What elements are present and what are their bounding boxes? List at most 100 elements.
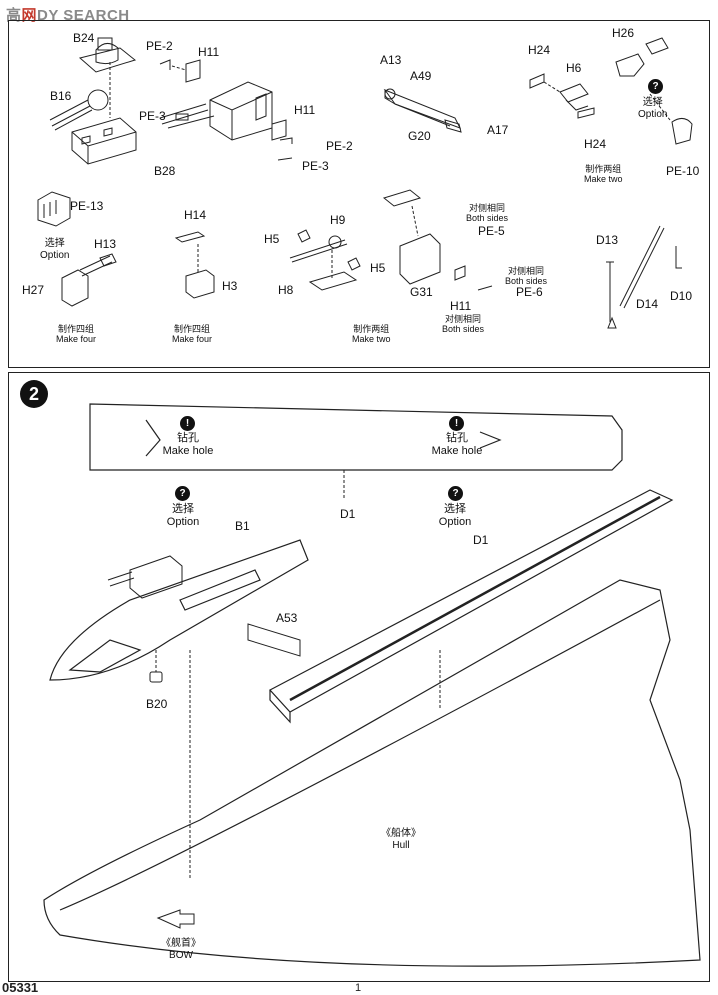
label-a53: A53 <box>276 611 298 625</box>
label-d10: D10 <box>670 289 693 303</box>
note-both-sides-b: 对侧相同 Both sides <box>505 266 547 287</box>
bracket-h26-drawing <box>615 37 693 145</box>
note-both-sides-c-en: Both sides <box>442 324 485 335</box>
drill-left-en: Make hole <box>162 445 214 458</box>
note-make-two-b-en: Make two <box>352 334 391 345</box>
option-b-note: 选择 Option <box>638 97 667 120</box>
label-h3: H3 <box>222 279 238 293</box>
step2-panel <box>8 372 710 982</box>
note-both-sides-b-en: Both sides <box>505 276 548 287</box>
label-d14: D14 <box>636 297 659 311</box>
panel-a53-drawing <box>247 623 301 657</box>
label-b28: B28 <box>154 164 176 178</box>
kit-code: 05331 <box>2 980 39 995</box>
option-right-note: 选择 Option <box>430 503 480 529</box>
step-number-badge: 2 <box>20 380 48 408</box>
label-h9: H9 <box>330 213 346 227</box>
label-h13: H13 <box>94 237 117 251</box>
note-make-four-b-en: Make four <box>172 334 213 345</box>
note-both-sides-c-cn: 对侧相同 <box>445 314 482 324</box>
bow-en: BOW <box>169 950 193 961</box>
turret-b20-drawing <box>107 555 183 683</box>
option-right-question-icon: ? <box>448 486 463 501</box>
label-a13: A13 <box>380 53 402 67</box>
mount-h27-drawing <box>61 253 117 307</box>
label-h5-a: H5 <box>264 232 280 246</box>
note-make-four-a-cn: 制作四组 <box>58 324 95 334</box>
label-pe10: PE-10 <box>666 164 700 178</box>
mount-h14-drawing <box>174 231 215 299</box>
drill-right-note: 钻孔 Make hole <box>428 432 486 458</box>
drill-left-note: 钻孔 Make hole <box>160 432 216 458</box>
label-h11-a: H11 <box>198 45 220 59</box>
label-pe3-a: PE-3 <box>139 109 166 123</box>
drill-right-en: Make hole <box>431 445 483 458</box>
watermark-suffix: DY SEARCH <box>37 7 130 24</box>
option-b-cn: 选择 <box>642 97 663 108</box>
label-h11-c: H11 <box>450 299 472 313</box>
label-h27: H27 <box>22 283 45 297</box>
label-h11-b: H11 <box>294 103 316 117</box>
note-both-sides-c: 对侧相同 Both sides <box>442 314 484 335</box>
label-h6: H6 <box>566 61 582 75</box>
label-h26: H26 <box>612 26 635 40</box>
watermark-mid: 网 <box>21 7 38 24</box>
note-both-sides-a: 对侧相同 Both sides <box>466 203 508 224</box>
option-right-en: Option <box>438 516 472 529</box>
label-b16: B16 <box>50 89 72 103</box>
note-make-two-a: 制作两组 Make two <box>584 164 623 185</box>
label-h14: H14 <box>184 208 207 222</box>
option-a-cn: 选择 <box>44 238 65 249</box>
mount-a13-drawing <box>383 88 462 133</box>
note-make-four-b: 制作四组 Make four <box>172 324 212 345</box>
option-left-question-icon: ? <box>175 486 190 501</box>
label-h5-b: H5 <box>370 261 386 275</box>
label-a49: A49 <box>410 69 432 83</box>
option-b-question-icon: ? <box>648 79 663 94</box>
label-h24-b: H24 <box>584 137 607 151</box>
main-deck-d1-drawing <box>269 489 674 724</box>
option-left-en: Option <box>166 516 200 529</box>
drill-left-exclaim-icon: ! <box>180 416 195 431</box>
option-b-en: Option <box>638 108 668 120</box>
site-watermark: 高网DY SEARCH <box>6 4 130 25</box>
hull-drawing <box>43 579 701 967</box>
bow-note: 《舰首》 BOW <box>156 938 206 962</box>
base-b28-drawing <box>71 117 137 165</box>
bow-arrow <box>156 909 195 929</box>
forward-deck-b1-drawing <box>49 539 309 681</box>
barrel-b16-drawing <box>49 89 109 131</box>
hull-note: 《船体》 Hull <box>376 828 426 852</box>
label-pe13: PE-13 <box>70 199 104 213</box>
label-pe5: PE-5 <box>478 224 505 238</box>
mast-d14-drawing <box>606 225 682 329</box>
label-h24-a: H24 <box>528 43 551 57</box>
hull-en: Hull <box>392 840 410 851</box>
note-make-two-a-cn: 制作两组 <box>585 164 622 174</box>
label-pe3-b: PE-3 <box>302 159 329 173</box>
drill-right-exclaim-icon: ! <box>449 416 464 431</box>
option-left-cn: 选择 <box>172 503 194 515</box>
note-both-sides-b-cn: 对侧相同 <box>508 266 545 276</box>
note-make-two-b: 制作两组 Make two <box>352 324 391 345</box>
label-d13: D13 <box>596 233 619 247</box>
step1-panel <box>8 20 710 368</box>
note-make-two-b-cn: 制作两组 <box>353 324 390 334</box>
label-g20: G20 <box>408 129 431 143</box>
hull-cn: 《船体》 <box>381 828 421 839</box>
label-pe6: PE-6 <box>516 285 543 299</box>
bow-cn: 《舰首》 <box>161 938 201 949</box>
page-number: 1 <box>355 982 362 994</box>
label-pe2-b: PE-2 <box>326 139 353 153</box>
deck-plan-d1-drawing <box>89 403 623 471</box>
grill-pe13-drawing <box>37 191 71 227</box>
option-left-note: 选择 Option <box>158 503 208 529</box>
option-a-en: Option <box>40 249 70 261</box>
label-b1: B1 <box>235 519 250 533</box>
note-both-sides-a-en: Both sides <box>466 213 509 224</box>
mount-g31-drawing <box>382 189 493 291</box>
option-right-cn: 选择 <box>444 503 466 515</box>
drill-left-cn: 钻孔 <box>177 432 199 444</box>
note-make-four-a-en: Make four <box>56 334 97 345</box>
